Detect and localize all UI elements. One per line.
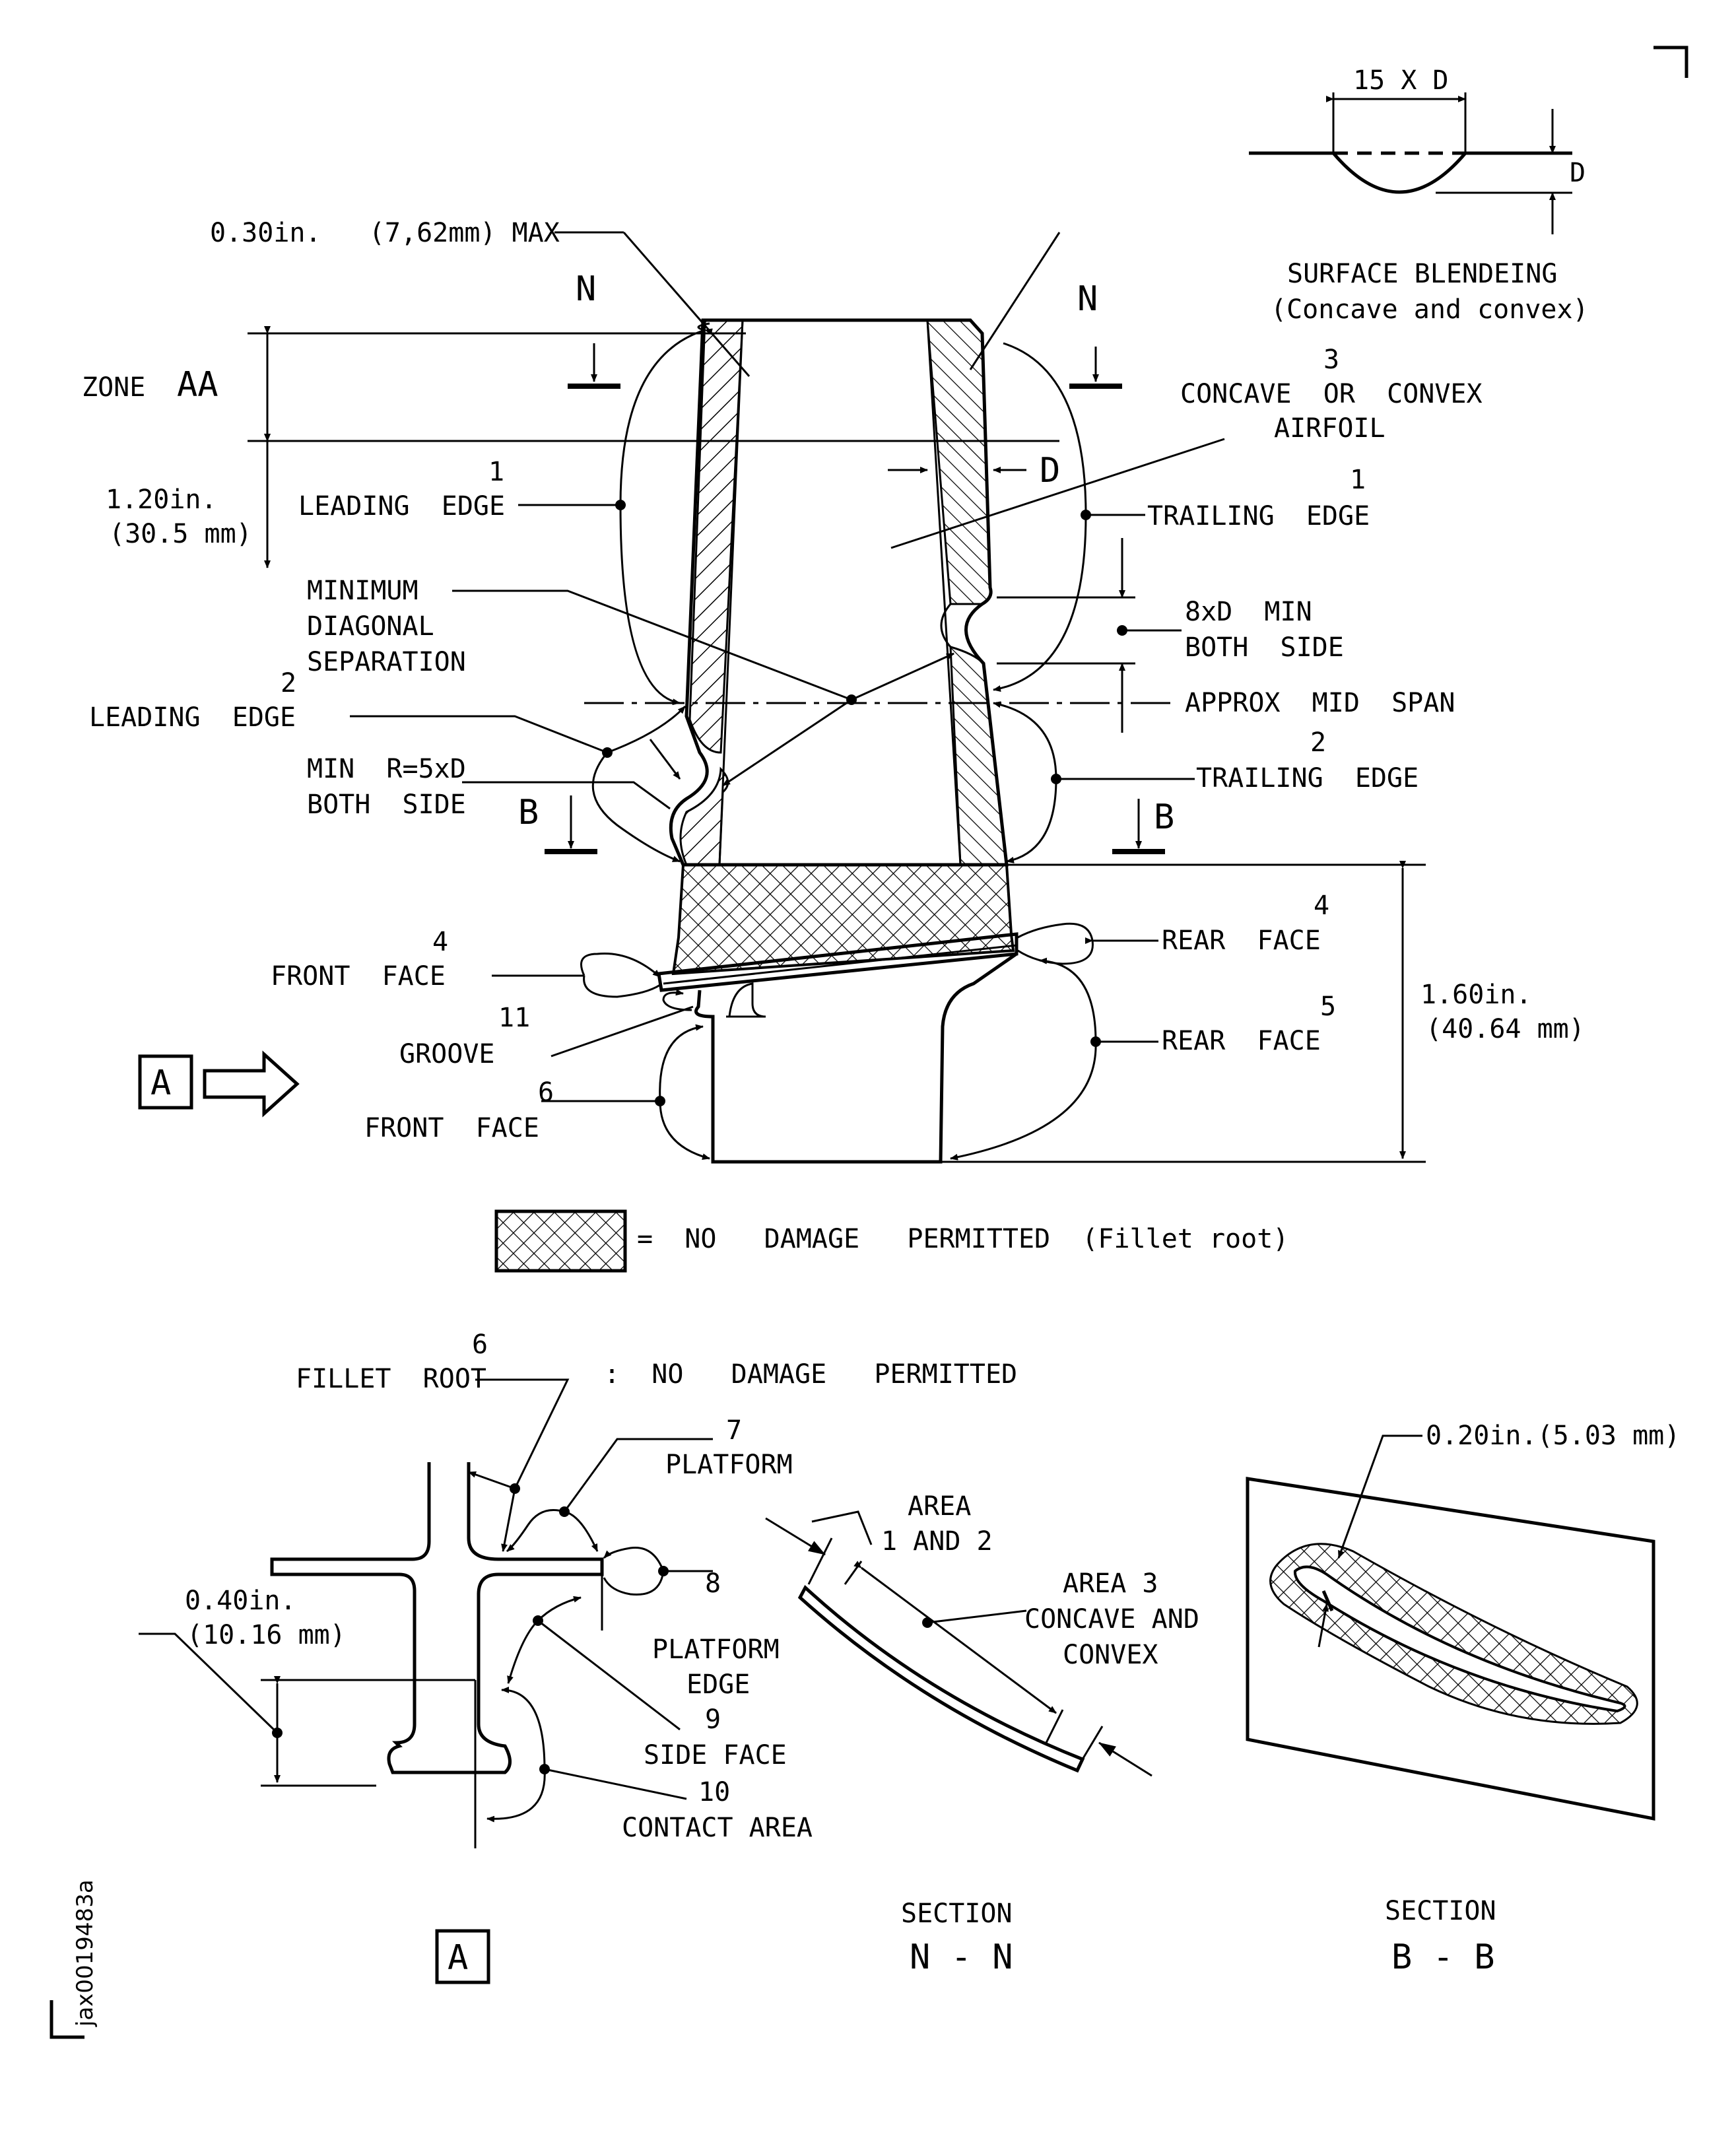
corner-mark-top-right [1653,46,1688,78]
rear-face-4-label: REAR FACE [1162,926,1321,956]
zone-label: ZONE [82,372,145,403]
min-diagonal-label-3: SEPARATION [307,647,466,677]
view-a-caption: A [448,1938,468,1978]
area3-airfoil-label: AIRFOIL [1274,413,1385,444]
area-3-label-3: CONVEX [1063,1640,1158,1670]
legend: = NO DAMAGE PERMITTED (Fillet root) [494,1209,1288,1273]
blend-width-label: 15 X D [1353,65,1449,96]
groove-number: 11 [498,1003,530,1033]
front-face-6-number: 6 [538,1077,554,1108]
zone-id: AA [177,365,218,405]
min-diagonal-label-1: MINIMUM [307,576,418,606]
section-mark-b-right: B [1154,797,1174,837]
area-3-label-1: AREA 3 [1063,1568,1158,1599]
rear-face-5-label: REAR FACE [1162,1026,1321,1056]
dim-040-label: 0.40in. [185,1586,296,1616]
platform-label: PLATFORM [665,1450,793,1480]
min-diagonal-label-2: DIAGONAL [307,611,434,642]
platform-edge-label-1: PLATFORM [652,1634,780,1665]
blend-subtitle: (Concave and convex) [1271,294,1589,325]
area3-number: 3 [1323,345,1339,375]
section-nn-caption-1: SECTION [901,1899,1013,1929]
side-face-label: SIDE FACE [644,1740,787,1770]
contact-area-label: CONTACT AREA [622,1813,813,1843]
front-face-4-label: FRONT FACE [271,961,446,992]
blend-depth-label: D [1570,158,1586,188]
legend-text: = NO DAMAGE PERMITTED (Fillet root) [637,1224,1288,1254]
section-mark-n-right: N [1077,279,1098,319]
groove-label: GROOVE [399,1039,495,1069]
min-radius-label-2: BOTH SIDE [307,790,466,820]
trailing-edge-2-number: 2 [1310,727,1326,758]
trailing-edge-1-number: 1 [1350,465,1366,495]
dim-160-mm-label: (40.64 mm) [1426,1014,1585,1044]
view-a-marker: A [150,1063,171,1103]
section-bb: 0.20in.(5.03 mm) SECTION B - B [1246,1421,1680,1977]
area3-label: CONCAVE OR CONVEX [1180,379,1483,409]
rear-face-5-number: 5 [1320,992,1336,1022]
dim-120-mm-label: (30.5 mm) [109,519,252,549]
side-face-number: 9 [705,1704,721,1735]
platform-edge-label-2: EDGE [686,1669,750,1700]
section-mark-n-left: N [576,269,596,309]
section-nn-caption-2: N - N [910,1937,1013,1977]
figure-id: jax0019483a [72,1879,98,2027]
fillet-root-label: FILLET ROOT [296,1364,486,1394]
dim-120-label: 1.20in. [106,485,217,515]
separation-label-2: BOTH SIDE [1185,632,1344,663]
trailing-edge-1-label: TRAILING EDGE [1147,501,1370,531]
mid-span-label: APPROX MID SPAN [1185,688,1455,718]
front-face-4-number: 4 [432,927,448,957]
section-bb-caption-1: SECTION [1385,1896,1496,1926]
corner-mark-bottom-left [50,2000,84,2039]
section-bb-dim-label: 0.20in.(5.03 mm) [1426,1421,1680,1451]
blade-top-view: 0.30in. (7,62mm) MAX ZONE AA 1.20in. (3 [82,218,1585,1164]
max-depth-label: 0.30in. (7,62mm) MAX [210,218,560,248]
area-3-label-2: CONCAVE AND [1024,1604,1199,1634]
leading-edge-1-label: LEADING EDGE [298,491,505,522]
rear-face-4-number: 4 [1314,891,1329,921]
section-bb-caption-2: B - B [1391,1937,1495,1977]
view-a-detail: 6 FILLET ROOT : NO DAMAGE PERMITTED 7 PL… [139,1329,1017,1984]
section-mark-b-left: B [518,793,539,832]
min-radius-label-1: MIN R=5xD [307,754,466,784]
thickness-d-label: D [1040,451,1060,490]
leading-edge-1-number: 1 [488,457,504,487]
separation-label-1: 8xD MIN [1185,597,1312,627]
dim-160-label: 1.60in. [1420,980,1532,1010]
no-damage-note: : NO DAMAGE PERMITTED [604,1359,1017,1390]
fillet-root-number: 6 [472,1329,488,1360]
section-nn: AREA 1 AND 2 AREA 3 CONCAVE AND CONVEX S… [765,1491,1199,1977]
leading-edge-2-number: 2 [281,668,296,698]
blend-title: SURFACE BLENDEING [1287,259,1557,289]
trailing-edge-2-label: TRAILING EDGE [1196,763,1419,793]
surface-blend-detail: 15 X D D SURFACE BLENDEING (Concave and … [1249,65,1589,325]
front-face-6-label: FRONT FACE [364,1113,539,1143]
area-12-label-2: 1 AND 2 [881,1526,993,1557]
dim-040-mm-label: (10.16 mm) [187,1620,346,1650]
platform-edge-number: 8 [705,1568,721,1599]
platform-number: 7 [726,1415,742,1446]
contact-area-number: 10 [698,1777,730,1807]
area-12-label-1: AREA [908,1491,971,1522]
leading-edge-2-label: LEADING EDGE [89,702,296,733]
